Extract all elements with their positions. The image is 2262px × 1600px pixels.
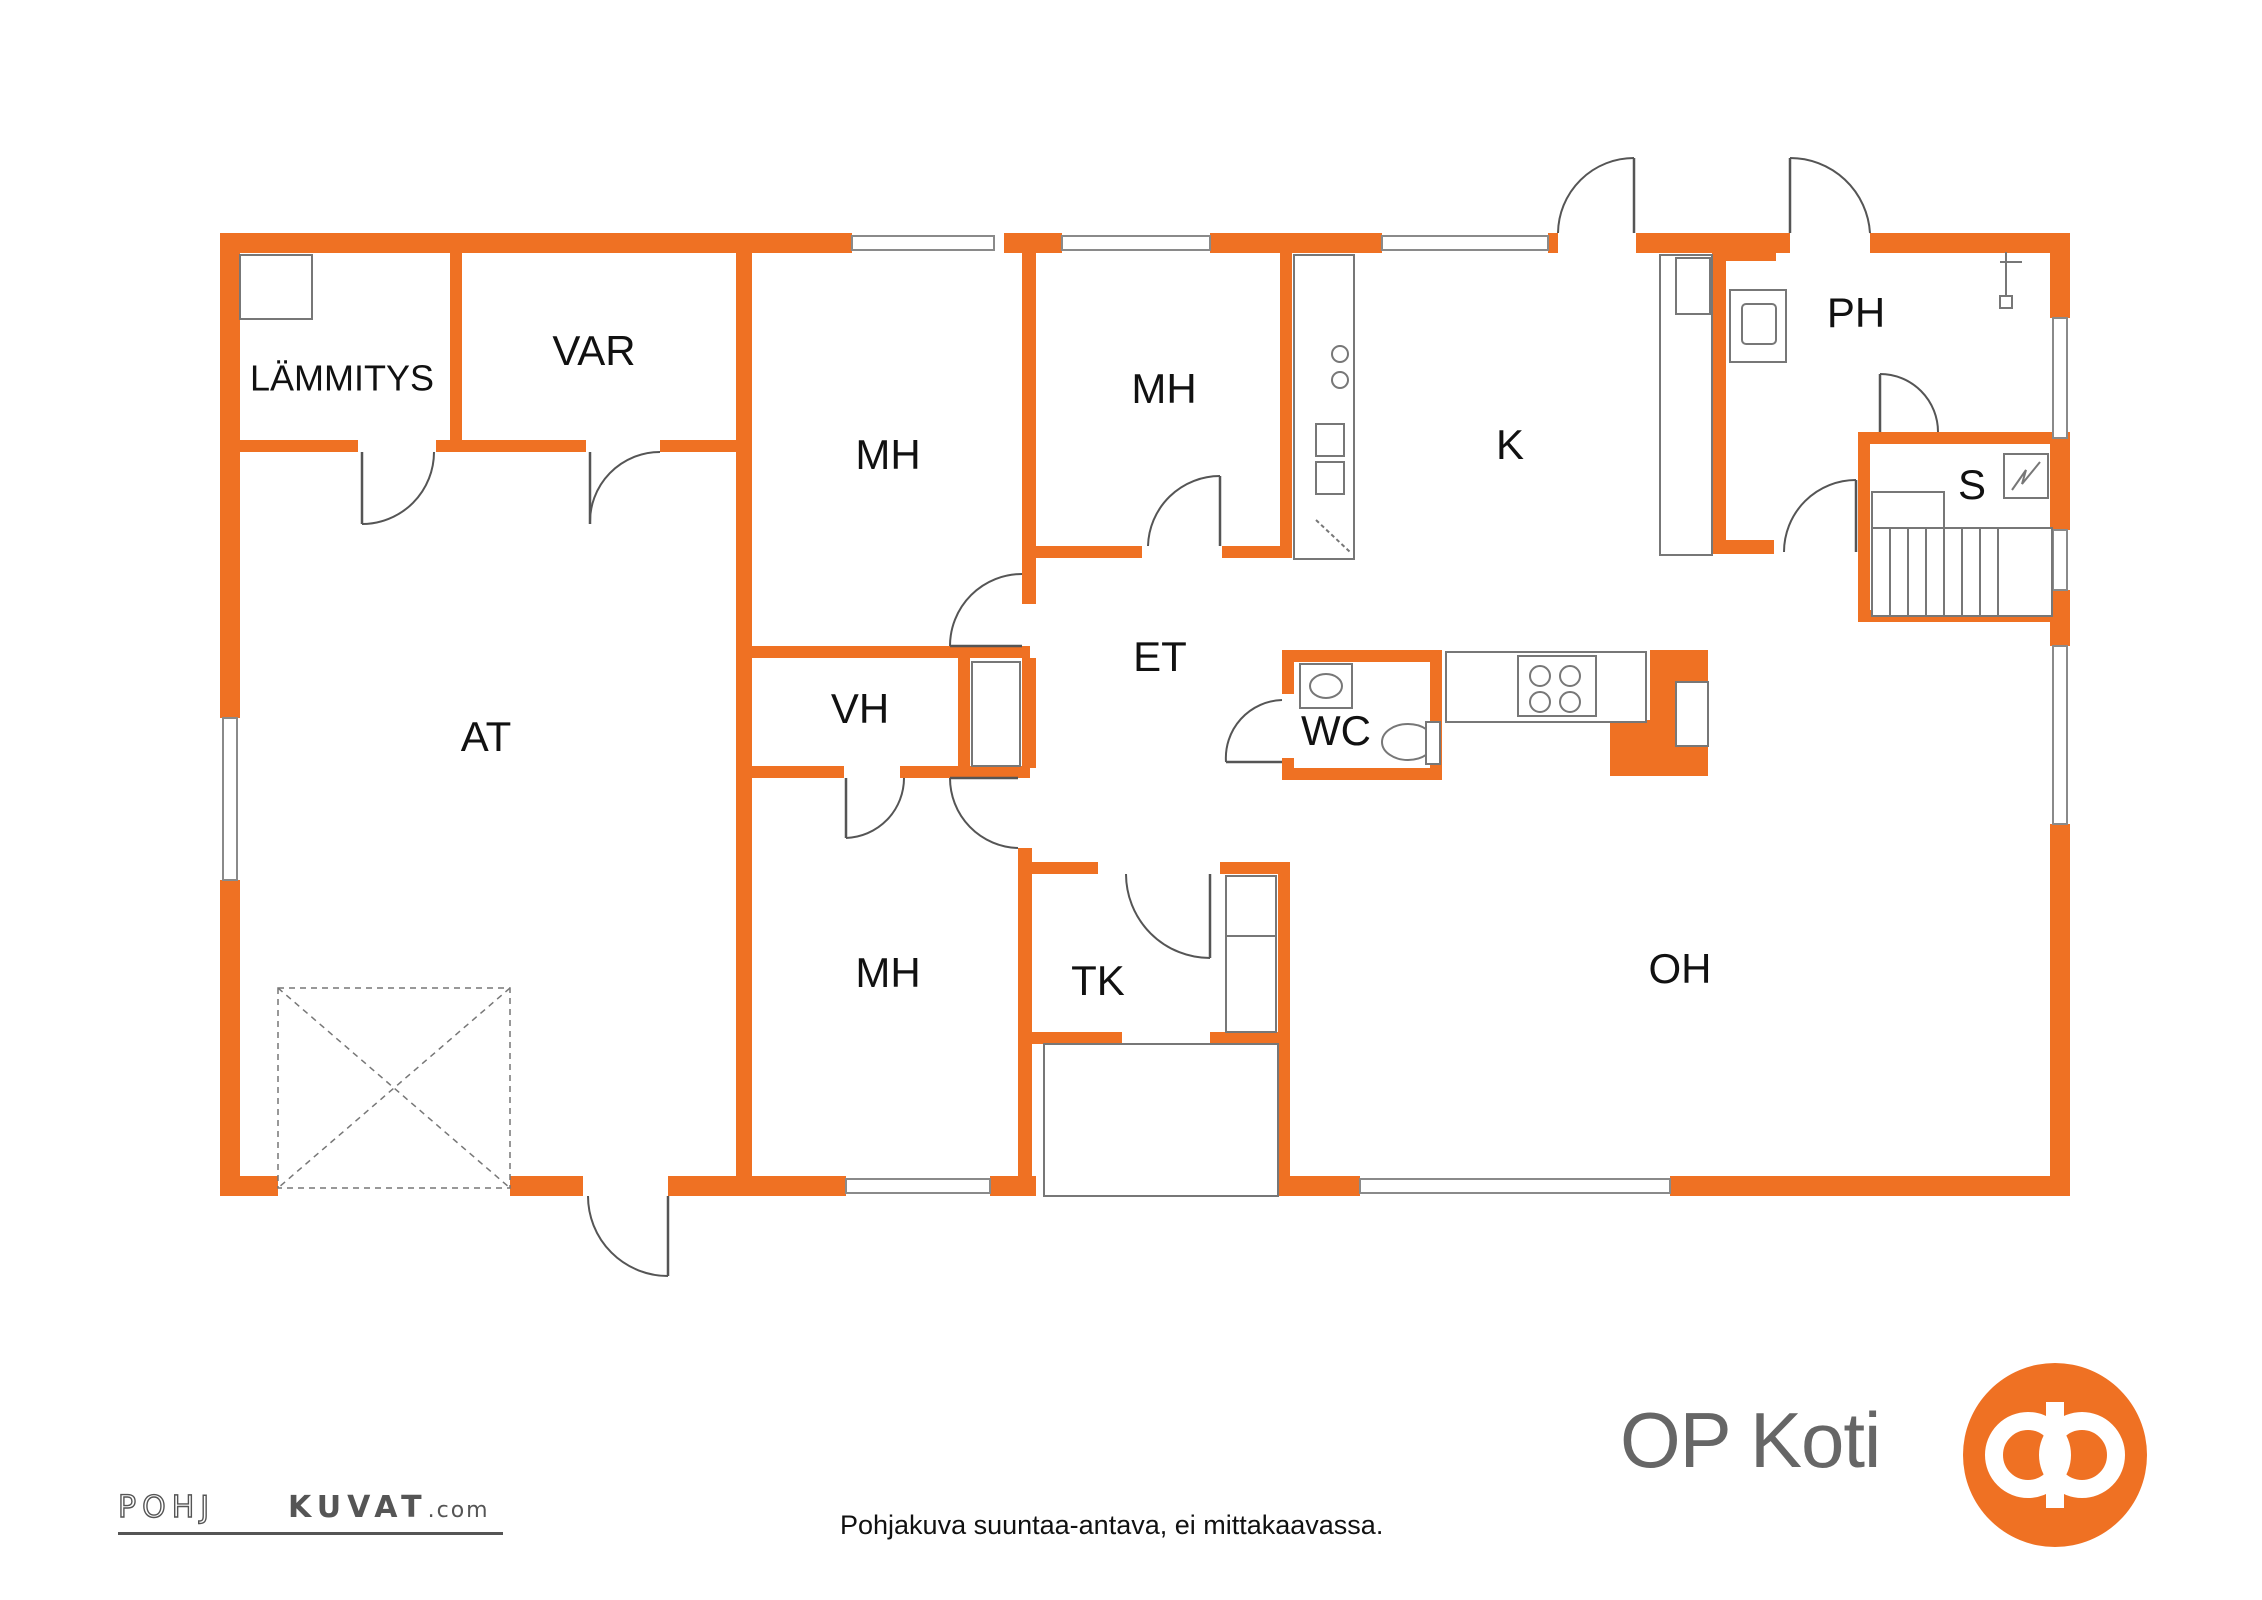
room-label-mh-2: MH <box>1131 365 1196 412</box>
windows <box>222 235 2068 1194</box>
room-label-oh: OH <box>1649 945 1712 992</box>
outer-walls <box>220 233 2070 1196</box>
room-label-lammitys: LÄMMITYS <box>250 358 434 399</box>
disclaimer: Pohjakuva suuntaa-antava, ei mittakaavas… <box>840 1510 1384 1540</box>
room-label-wc: WC <box>1301 707 1371 754</box>
fixtures <box>239 252 2053 1197</box>
room-label-s: S <box>1958 461 1986 508</box>
room-label-at: AT <box>461 713 512 760</box>
room-label-mh-1: MH <box>855 431 920 478</box>
room-label-et: ET <box>1133 633 1187 680</box>
room-label-vh: VH <box>831 685 889 732</box>
pohjakuvat-logo: POHJ KUVAT.com <box>117 1489 508 1542</box>
stairs <box>1871 527 2053 617</box>
room-labels: LÄMMITYS VAR MH MH K PH S AT VH ET WC MH… <box>250 289 1986 1004</box>
credit-right: KUVAT.com <box>288 1490 490 1525</box>
room-label-mh-3: MH <box>855 949 920 996</box>
op-logo-icon <box>1963 1363 2147 1547</box>
credit-underline <box>118 1532 503 1535</box>
room-label-tk: TK <box>1071 957 1125 1004</box>
brand-name: OP Koti <box>1620 1396 1881 1484</box>
credit-left: POHJ <box>117 1489 216 1525</box>
credit-suffix: .com <box>427 1498 490 1523</box>
room-label-ph: PH <box>1827 289 1885 336</box>
credit-right-text: KUVAT <box>288 1490 428 1525</box>
room-label-var: VAR <box>552 327 635 374</box>
room-label-k: K <box>1496 421 1524 468</box>
